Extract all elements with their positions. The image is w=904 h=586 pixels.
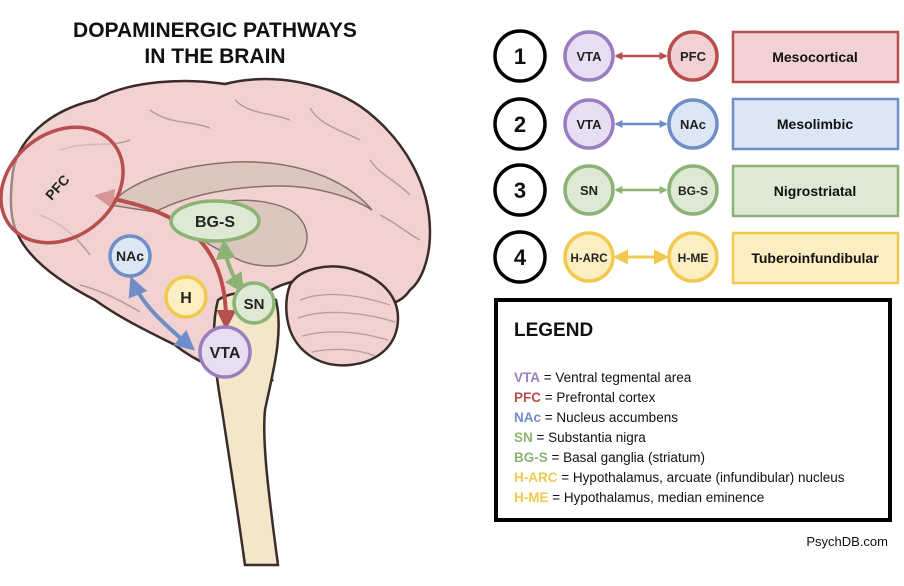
page-title: DOPAMINERGIC PATHWAYS IN THE BRAIN: [40, 18, 390, 70]
legend-desc: = Ventral tegmental area: [540, 370, 692, 385]
title-line-2: IN THE BRAIN: [144, 45, 286, 68]
legend-abbr: H-ME: [514, 490, 549, 505]
legend-abbr: BG-S: [514, 450, 548, 465]
sn-region-label: SN: [244, 296, 265, 313]
h-region: H: [164, 275, 208, 319]
brain-regions: PFC BG-S NAc H SN VTA: [0, 125, 276, 379]
legend-abbr: SN: [514, 430, 533, 445]
pathway-name-box: [731, 97, 900, 151]
legend-desc: = Prefrontal cortex: [541, 390, 656, 405]
brain-arrow-mesolimbic: [128, 276, 196, 351]
pathway-name: Nigrostriatal: [774, 183, 856, 199]
pathway-from: SN: [580, 183, 598, 198]
legend-item: H-ME = Hypothalamus, median eminence: [514, 488, 845, 508]
title-line-1: DOPAMINERGIC PATHWAYS: [73, 19, 357, 42]
pathway-from: VTA: [576, 117, 602, 132]
pathway-name: Mesolimbic: [777, 116, 853, 132]
pathway-to: H-ME: [678, 251, 709, 265]
bgs-region-label: BG-S: [195, 214, 235, 231]
pathway-number-badge: [493, 29, 547, 83]
pathway-name-box: [731, 30, 900, 84]
pathway-to: PFC: [680, 49, 707, 64]
pathway-name: Mesocortical: [772, 49, 858, 65]
credit-text: PsychDB.com: [806, 534, 888, 549]
legend-item: VTA = Ventral tegmental area: [514, 368, 845, 388]
h-region-label: H: [180, 290, 192, 307]
pathway-number-badge: [493, 230, 547, 284]
legend-item: NAc = Nucleus accumbens: [514, 408, 845, 428]
pathway-to: BG-S: [678, 184, 708, 198]
legend-abbr: NAc: [514, 410, 542, 425]
legend-item: H-ARC = Hypothalamus, arcuate (infundibu…: [514, 468, 845, 488]
pathway-name-box: [731, 231, 900, 285]
pathway-row-3: 3 SN BG-S Nigrostriatal: [493, 163, 900, 218]
pfc-region: PFC: [0, 125, 125, 245]
pathway-row-4: 4 H-ARC H-ME Tuberoinfundibular: [493, 230, 900, 285]
legend-title: LEGEND: [514, 320, 594, 341]
pathway-number: 4: [514, 245, 527, 270]
brain-arrow-nigrostriatal: [215, 239, 245, 294]
sn-region: SN: [232, 281, 276, 325]
legend-item: PFC = Prefrontal cortex: [514, 388, 845, 408]
cerebellum: [285, 265, 400, 367]
legend-desc: = Basal ganglia (striatum): [547, 450, 705, 465]
pathway-row-1: 1 VTA PFC Mesocortical: [493, 29, 900, 84]
nac-region: NAc: [108, 234, 152, 278]
legend-item: BG-S = Basal ganglia (striatum): [514, 448, 845, 468]
bgs-region: BG-S: [169, 199, 261, 243]
pathway-name: Tuberoinfundibular: [751, 250, 879, 266]
pathway-to: NAc: [680, 117, 706, 132]
nac-region-label: NAc: [116, 248, 144, 264]
pathway-number: 2: [514, 112, 526, 137]
pathway-row-2: 2 VTA NAc Mesolimbic: [493, 97, 900, 151]
legend-abbr: VTA: [514, 370, 540, 385]
legend-desc: = Hypothalamus, median eminence: [548, 490, 765, 505]
pathway-number-badge: [493, 97, 547, 151]
vta-region-label: VTA: [210, 345, 241, 362]
pathway-number-badge: [493, 163, 547, 217]
pathway-number: 1: [514, 44, 526, 69]
legend-desc: = Hypothalamus, arcuate (infundibular) n…: [557, 470, 845, 485]
pathway-from: H-ARC: [570, 253, 607, 265]
legend-abbr: PFC: [514, 390, 541, 405]
pathway-from: VTA: [576, 49, 602, 64]
legend-desc: = Substantia nigra: [532, 430, 646, 445]
pathway-number: 3: [514, 178, 526, 203]
pathway-name-box: [731, 164, 900, 218]
legend-abbr: H-ARC: [514, 470, 558, 485]
legend-item: SN = Substantia nigra: [514, 428, 845, 448]
vta-region: VTA: [198, 325, 252, 379]
legend-desc: = Nucleus accumbens: [541, 410, 678, 425]
